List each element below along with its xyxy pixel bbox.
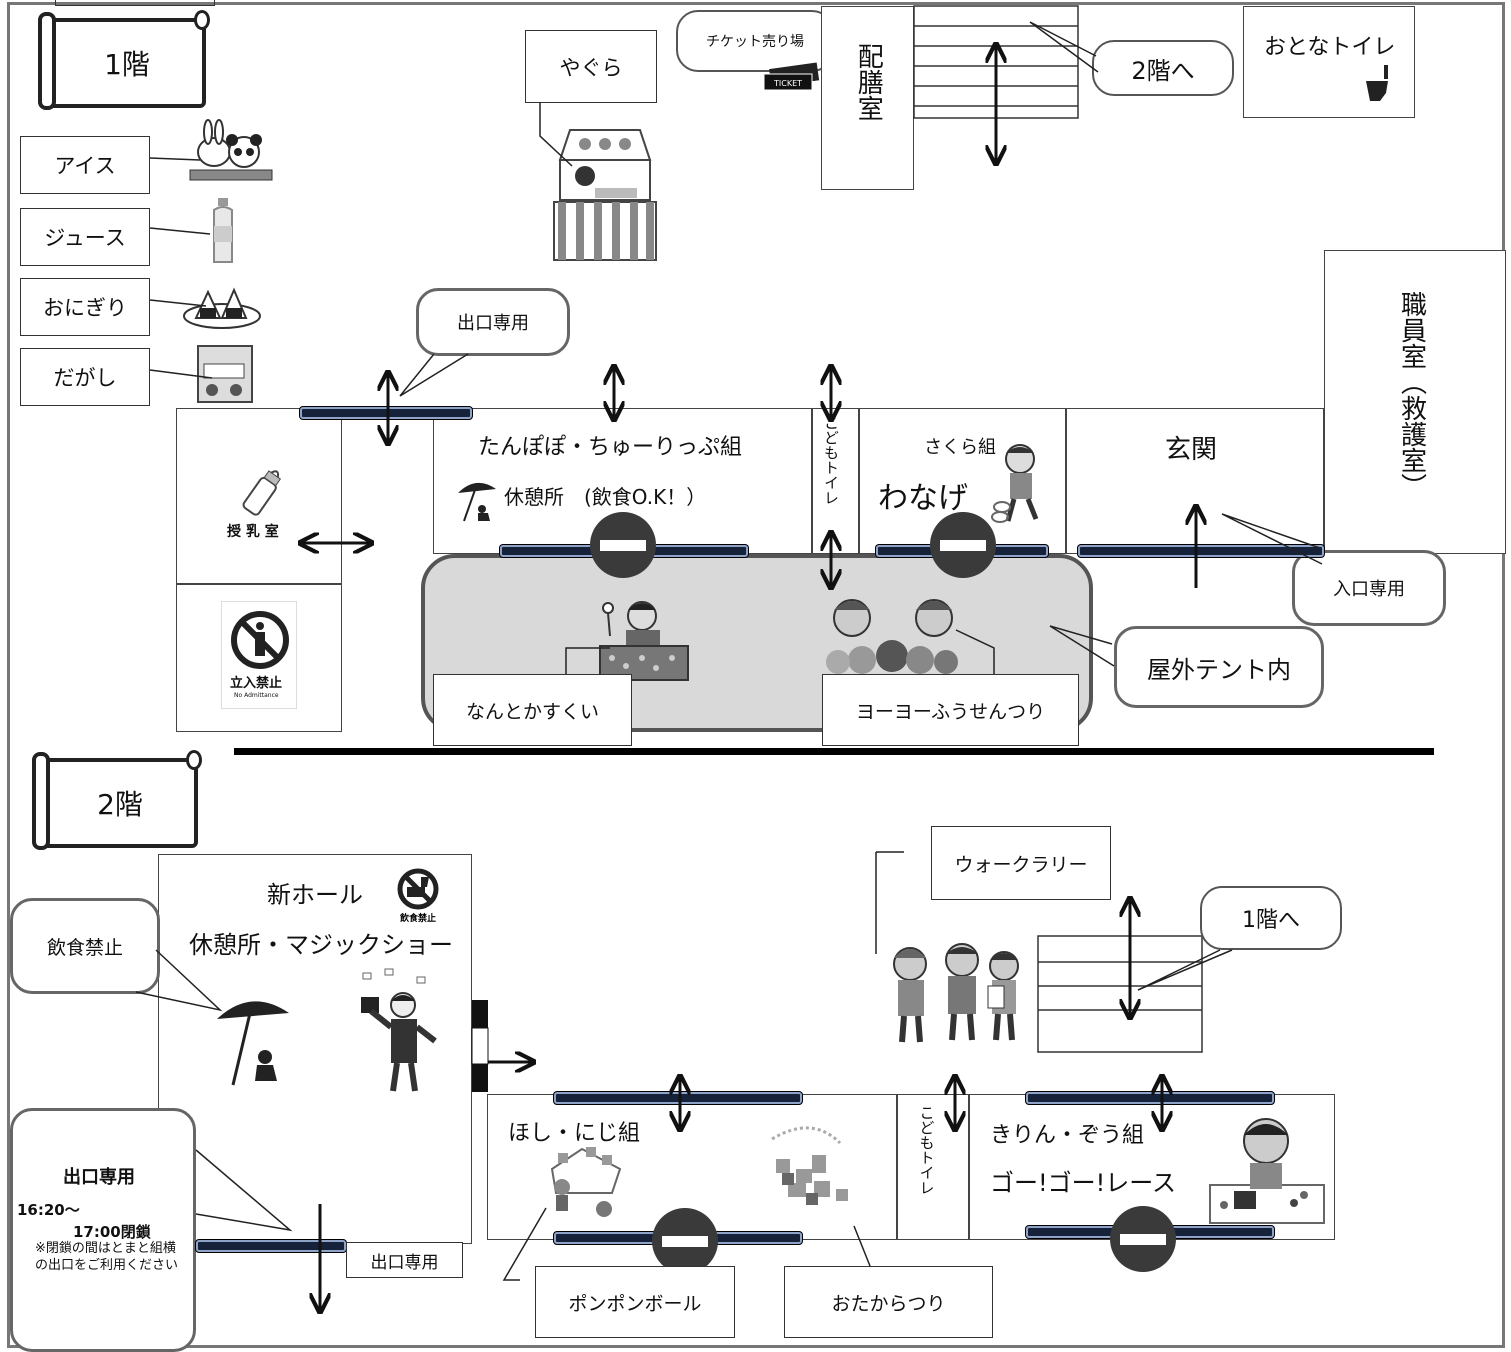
- no-entry-icon-tanpopo: [590, 512, 656, 578]
- yoyo-label-box: ヨーヨーふうせんつり: [822, 674, 1079, 746]
- genkan-label: 玄関: [1165, 435, 1218, 465]
- race-label: ゴー!ゴー!レース: [990, 1169, 1177, 1197]
- floor2-label: 2階: [97, 788, 143, 821]
- tanpopo-label: たんぽぽ・ちゅーりっぷ組: [478, 435, 743, 460]
- kirin-door-top[interactable]: [1026, 1092, 1274, 1104]
- onigiri-icon: [182, 282, 262, 332]
- juice-label: ジュース: [20, 208, 150, 266]
- walk-rally-kids-icon: [880, 940, 1030, 1044]
- ice-label: アイス: [20, 136, 150, 194]
- adult-toilet-label: おとなトイレ: [1264, 35, 1396, 60]
- ponpon-ball-icon: [542, 1143, 626, 1223]
- floor1-title: 1階: [38, 10, 210, 110]
- staff-room: 職員室（救護室）: [1324, 250, 1506, 554]
- to-1f-bubble: 1階へ: [1200, 886, 1342, 950]
- no-entry-icon-sakura: [930, 512, 996, 578]
- new-hall: 新ホール 飲食禁止 休憩所・マジックショー: [158, 854, 472, 1244]
- hall-sub-label: 休憩所・マジックショー: [189, 931, 453, 959]
- rest-area-parasol-icon: [456, 477, 500, 523]
- new-hall-label: 新ホール: [267, 881, 363, 909]
- no-entry-sign: 立入禁止 No Admittance: [221, 601, 297, 709]
- exit-bubble-title: 出口専用: [63, 1167, 135, 1188]
- floor-divider: [234, 748, 1434, 755]
- otakara-label-box: おたからつり: [784, 1266, 993, 1338]
- kodomo-toilet-1f: こどもトイレ: [812, 408, 859, 554]
- staff-room-label: 職員室（救護室）: [1396, 291, 1427, 499]
- dagashi-label: だがし: [20, 348, 150, 406]
- magician-icon: [355, 968, 441, 1093]
- baby-bottle-icon: [237, 463, 287, 523]
- scooping-game-icon: [596, 596, 692, 684]
- tent-bubble: 屋外テント内: [1114, 626, 1324, 708]
- svg-text:飲食禁止: 飲食禁止: [399, 912, 436, 924]
- exit-only-bubble-1f: 出口専用: [416, 288, 570, 356]
- nursing-room: 授 乳 室: [176, 408, 342, 584]
- exit-time1: 16:20〜: [17, 1201, 80, 1219]
- svg-text:TICKET: TICKET: [773, 79, 802, 88]
- closed-marker-hoshi: [652, 1208, 718, 1274]
- exit-door-2f[interactable]: [196, 1240, 346, 1252]
- nantoka-label-box: なんとかすくい: [433, 674, 632, 746]
- walk-rally-label: ウォークラリー: [931, 826, 1111, 900]
- to-2f-bubble: 2階へ: [1092, 40, 1234, 96]
- closed-marker-kirin: [1110, 1206, 1176, 1272]
- yoyo-balloon-icon: [822, 592, 972, 680]
- parasol-baby-icon: [215, 993, 291, 1089]
- exit-note: ※閉鎖の間はとまと組横の出口をご利用ください: [35, 1241, 179, 1273]
- wanage-label: わなげ: [878, 481, 968, 516]
- ice-panda-icon: [186, 119, 276, 192]
- sakura-label: さくら組: [924, 437, 996, 458]
- ticket-icon: TICKET: [762, 62, 820, 92]
- haizen-room: 配膳室: [821, 6, 914, 190]
- no-entry-room: 立入禁止 No Admittance: [176, 584, 342, 732]
- exit-time2: 17:00閉鎖: [73, 1223, 151, 1241]
- toilet-icon: [1362, 63, 1392, 103]
- adult-toilet: おとなトイレ: [1243, 6, 1415, 118]
- ring-toss-kid-icon: [990, 441, 1050, 525]
- juice-bottle-icon: [208, 196, 238, 266]
- treasure-fishing-icon: [752, 1119, 860, 1219]
- race-kid-icon: [1204, 1115, 1330, 1227]
- kodomo-toilet-1f-label: こどもトイレ: [822, 415, 840, 505]
- hall-side-door[interactable]: [471, 1000, 489, 1092]
- exit-only-box-2f: 出口専用: [346, 1242, 463, 1278]
- dagashi-bag-icon: [190, 338, 260, 404]
- kodomo-toilet-2f-label: こどもトイレ: [917, 1105, 936, 1195]
- map-frame: [7, 2, 1505, 1348]
- yagura-tower-icon: [540, 120, 670, 262]
- hoshi-label: ほし・にじ組: [508, 1121, 641, 1146]
- exit-bubble-2f: 出口専用 16:20〜 17:00閉鎖 ※閉鎖の間はとまと組横の出口をご利用くだ…: [10, 1108, 196, 1352]
- nursing-room-label: 授 乳 室: [227, 524, 279, 540]
- haizen-label: 配膳室: [853, 43, 884, 121]
- yagura-label: やぐら: [525, 30, 657, 103]
- rest-area-label: 休憩所 (飲食O.K！）: [504, 485, 707, 509]
- floor2-title: 2階: [32, 750, 202, 850]
- floor1-label: 1階: [104, 48, 150, 81]
- ponpon-label-box: ポンポンボール: [535, 1266, 735, 1338]
- genkan-door[interactable]: [1078, 545, 1324, 557]
- onigiri-label: おにぎり: [20, 278, 150, 336]
- kirin-label: きりん・ぞう組: [990, 1123, 1145, 1148]
- top-notch: [55, 0, 215, 6]
- no-food-icon: 飲食禁止: [393, 867, 443, 924]
- no-food-bubble: 飲食禁止: [10, 898, 160, 994]
